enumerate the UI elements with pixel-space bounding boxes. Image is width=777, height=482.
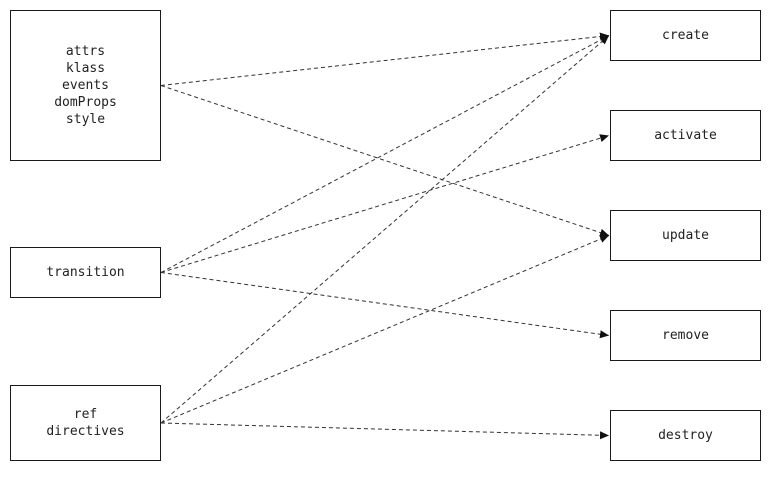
node-line-ref: ref [73, 407, 98, 422]
destroy-hook-node: destroy [610, 410, 761, 461]
destroy-label: destroy [658, 428, 713, 443]
edge-refdir-to-create [160, 35, 610, 424]
ref-directives-node: ref directives [10, 385, 161, 461]
edge-transition-to-activate [160, 134, 610, 273]
update-label: update [662, 228, 709, 243]
node-line-style: style [65, 112, 106, 127]
edge-data-to-create [160, 32, 610, 86]
node-line-directives: directives [46, 424, 125, 439]
node-line-klass: klass [65, 61, 106, 76]
edge-refdir-to-destroy [160, 422, 610, 440]
edge-transition-to-create [160, 35, 610, 273]
remove-label: remove [662, 328, 709, 343]
create-hook-node: create [610, 10, 761, 61]
node-line-events: events [62, 78, 109, 93]
node-line-domprops: domProps [54, 95, 117, 110]
node-line-transition: transition [46, 265, 125, 280]
node-line-attrs: attrs [65, 44, 106, 59]
activate-hook-node: activate [610, 110, 761, 161]
edge-transition-to-remove [160, 272, 610, 339]
activate-label: activate [654, 128, 717, 143]
edge-refdir-to-update [160, 235, 610, 424]
transition-node: transition [10, 247, 161, 298]
edge-data-to-update [160, 85, 610, 237]
update-hook-node: update [610, 210, 761, 261]
data-modules-node: attrs klass events domProps style [10, 10, 161, 161]
remove-hook-node: remove [610, 310, 761, 361]
create-label: create [662, 28, 709, 43]
